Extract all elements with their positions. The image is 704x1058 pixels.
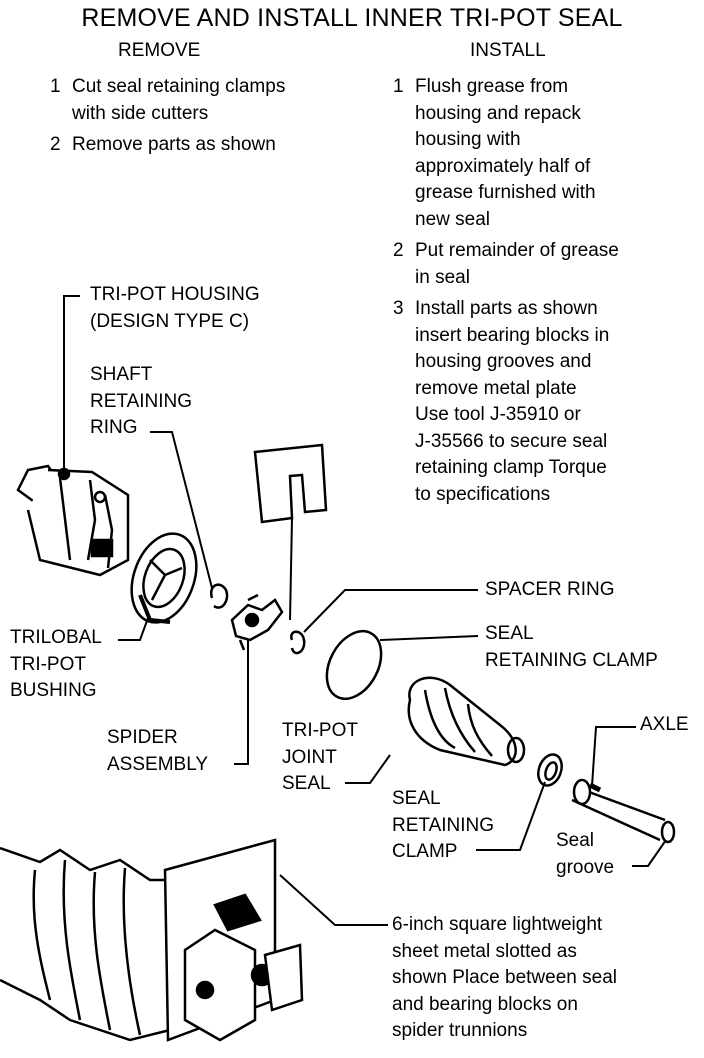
leader-joint-seal <box>345 754 391 784</box>
leader-groove <box>632 839 667 867</box>
inset-boot-drawing <box>0 838 304 1042</box>
slotted-plate-drawing <box>253 443 328 524</box>
leader-housing <box>63 295 80 474</box>
leader-clamp-lower <box>476 781 546 851</box>
leader-spider <box>234 640 249 765</box>
label-axle: AXLE <box>640 714 689 735</box>
trilobal-bushing-drawing <box>130 532 198 624</box>
leader-clamp-upper <box>379 635 479 641</box>
seal-clamp-lower-drawing <box>537 753 563 787</box>
install-heading: INSTALL <box>470 40 546 61</box>
seal-clamp-upper-drawing <box>325 630 383 700</box>
leader-axle <box>591 726 636 787</box>
page-title: REMOVE AND INSTALL INNER TRI-POT SEAL <box>81 4 623 32</box>
leader-spacer <box>303 589 478 633</box>
spacer-ring-drawing <box>290 630 306 655</box>
shaft-retaining-ring-drawing <box>209 583 229 609</box>
leader-sheet-metal <box>279 874 388 926</box>
spider-assembly-drawing <box>230 593 284 651</box>
tripot-housing-drawing <box>16 464 130 577</box>
label-tripot-housing: TRI-POT HOUSING(DESIGN TYPE C) <box>90 284 260 332</box>
joint-seal-boot-drawing <box>407 676 526 767</box>
remove-heading: REMOVE <box>118 40 201 61</box>
leader-plate <box>289 517 293 621</box>
leader-shaft-ring <box>150 431 213 589</box>
label-spacer-ring: SPACER RING <box>485 579 615 600</box>
leader-trilobal <box>118 617 149 641</box>
